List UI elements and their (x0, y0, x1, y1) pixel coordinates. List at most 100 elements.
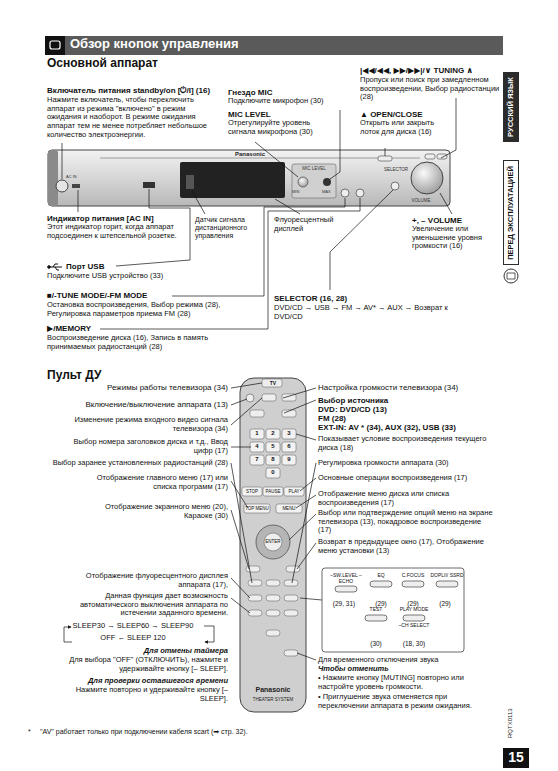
callout-text: Гнездо MIC (228, 88, 353, 97)
callout-text: Увеличение или уменьшение уровня громкос… (412, 225, 500, 251)
section-tab: ПЕРЕД ЭКСПЛУАТАЦИЕЙ (503, 160, 519, 265)
callout-text: OFF ← SLEEP 120 (58, 634, 208, 643)
page-number-box: 15 (503, 748, 529, 768)
button-oval (402, 614, 426, 622)
callout-text: Нажмите включатель, чтобы переключить ап… (47, 96, 212, 139)
button-panel (322, 568, 464, 652)
callout-text: +, – VOLUME (412, 216, 500, 225)
callout-text: Открыть или закрыть лоток для диска (16) (360, 119, 448, 136)
panel-marking: Panasonic (220, 151, 280, 158)
callout-text: DVD: DVD/CD (13) (318, 405, 498, 414)
button-oval (369, 580, 393, 588)
remote-control (240, 378, 306, 712)
callout-text: Основные операции воспроизведения (17) (318, 474, 498, 483)
tab-icon (504, 269, 518, 283)
panel-marking: MIC LEVEL (292, 166, 336, 171)
document-code: RQTX0113 (507, 708, 514, 738)
button-label: MENU (276, 506, 302, 511)
button-label: ENTER (260, 539, 286, 544)
header-band (45, 36, 503, 55)
panel-marking: MAX (322, 190, 338, 195)
callout-text: ■/-TUNE MODE/-FM MODE (47, 291, 217, 300)
panel-marking: AC IN (66, 175, 88, 180)
callout-text: Подключите микрофон (30) (228, 97, 338, 106)
callout-text: Данная функция дает возможность автомати… (58, 592, 228, 618)
callout-text: Порт USB (66, 262, 166, 271)
callout-text: Флуоресцентный дисплей (274, 216, 342, 233)
callout-text: Подключите USB устройство (33) (47, 272, 227, 281)
callout-text: MIC LEVEL (228, 110, 328, 119)
button-label: 8 (267, 456, 279, 463)
callout-text: Выбор заранее установленных радиостанций… (20, 459, 228, 468)
callout-number: (18, 30) (394, 640, 434, 647)
header-icon (50, 41, 60, 49)
callout-text: Чтобы отменить (318, 665, 498, 674)
callout-number: (30) (360, 640, 392, 647)
callout-text: |◀◀/◀◀, ▶▶/▶▶|/∨ TUNING ∧ (360, 66, 500, 75)
button-label: PAUSE (263, 489, 283, 494)
callout-text: Индикатор питания [AC IN] (47, 214, 207, 223)
button-caption: –SW.LEVEL –ECHO (324, 573, 368, 584)
callout-text: DVD/CD → USB → FM → AV* → AUX → Возврат … (274, 304, 449, 321)
callout-text: Включение/выключение аппарата (13) (28, 400, 228, 409)
header-icon (45, 36, 65, 55)
callout-text: SLEEP30 → SLEEP60 → SLEEP90 (58, 622, 208, 631)
callout-text: Пропуск или поиск при замедленном воспро… (360, 76, 500, 102)
callout-text: Изменение режима входного видео сигнала … (68, 416, 228, 433)
callout-text: Остановка воспроизведения, Выбор режима … (47, 301, 247, 318)
callout-text: Отображение главного меню (17) или списк… (88, 474, 228, 491)
button-label: 9 (283, 456, 295, 463)
callout-text: Режимы работы телевизора (34) (28, 383, 228, 392)
brand-marking: Panasonic (240, 686, 306, 694)
callout-text: FM (28) (318, 414, 498, 423)
button-caption: –CH SELECT (399, 623, 430, 629)
callout-text: ▲ OPEN/CLOSE (360, 110, 448, 119)
callout-text: Регулировка громкости аппарата (30) (318, 459, 498, 468)
callout-number: (29, 31) (326, 600, 362, 607)
section-heading: Основной аппарат (47, 57, 247, 71)
tab-text: РУССКИЙ ЯЗЫК (507, 77, 515, 137)
usb-icon (48, 264, 62, 270)
button-label: 3 (283, 430, 295, 437)
button-caption: DOPLII/ SSRD (430, 573, 463, 579)
footnote: "AV" работает только при подключении каб… (40, 728, 440, 736)
remote-button: TEST (360, 606, 392, 622)
button-caption: TEST (370, 607, 383, 613)
main-unit (48, 150, 450, 206)
button-oval (435, 580, 459, 588)
callout-text: Для выбора "OFF" (ОТКЛЮЧИТЬ), нажмите и … (58, 656, 228, 673)
button-label: 1 (251, 430, 263, 437)
callout-text: Отображение меню диска или списка воспро… (318, 490, 488, 507)
button-label: 0 (267, 469, 279, 476)
button-label: 5 (267, 443, 279, 450)
panel-marking: SELECTOR (378, 167, 414, 172)
callout-text: Показывает условие воспроизведения текущ… (318, 435, 488, 452)
button-label: TOP MENU (244, 506, 270, 511)
callout-text: • Нажмите кнопку [MUTING] повторно или н… (318, 674, 496, 691)
callout-text: Для отмены таймера (28, 647, 228, 656)
callout-text: Этот индикатор горит, когда аппарат подс… (47, 223, 187, 240)
callout-text: Датчик сигнала дистанционного управления (195, 216, 257, 240)
callout-number: (29) (430, 600, 460, 607)
callout-text: Нажмите повторно и удерживайте кнопку [–… (58, 686, 228, 703)
remote-button: C.FOCUS (398, 572, 428, 588)
section-heading: Пульт ДУ (47, 369, 197, 383)
callout-text: Воспроизведение диска (16), Запись в пам… (47, 334, 257, 351)
button-label: 7 (251, 456, 263, 463)
callout-text: SELECTOR (16, 28) (274, 294, 454, 303)
brand-marking: THEATER SYSTEM (240, 697, 306, 702)
leader-line (231, 383, 322, 660)
remote-button: EQ (366, 572, 396, 588)
page-number: 15 (508, 750, 524, 765)
tab-text: ПЕРЕД ЭКСПЛУАТАЦИЕЙ (507, 166, 515, 260)
button-label: PLAY (284, 489, 304, 494)
button-label: STOP (242, 489, 262, 494)
remote-button: DOPLII/ SSRD (430, 572, 464, 588)
section-tab: РУССКИЙ ЯЗЫК (503, 72, 519, 142)
callout-text: Включатель питания standby/on [⏻/I] (16) (47, 86, 237, 95)
panel-marking: VOLUME (404, 198, 438, 203)
tab-icon (507, 273, 515, 279)
callout-text: Возврат в предыдущее окно (17), Отображе… (318, 538, 488, 555)
page-title: Обзор кнопок управления (70, 37, 239, 52)
callout-text: Выбор источника (318, 396, 498, 405)
